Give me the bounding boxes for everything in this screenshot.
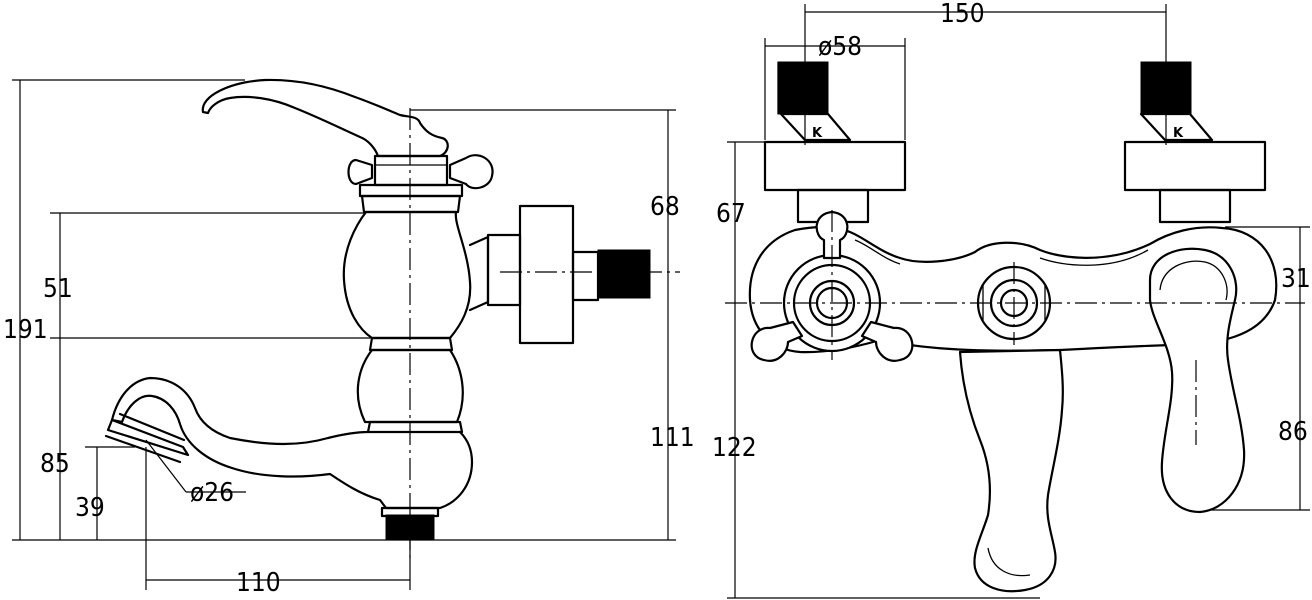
front-view: K K xyxy=(712,0,1311,599)
spout-outlet xyxy=(104,412,190,464)
lever-handle xyxy=(201,78,449,158)
label-left-lower: 122 xyxy=(712,433,757,463)
side-labels: 191 51 68 111 85 39 ø26 110 xyxy=(3,192,695,598)
connector-mark-left: K xyxy=(812,126,823,141)
left-connector: K xyxy=(763,61,907,224)
label-lower-right: 111 xyxy=(650,423,695,453)
label-center-distance: 150 xyxy=(940,0,985,29)
lower-collar xyxy=(366,420,464,434)
side-extension-lines xyxy=(12,79,676,541)
label-spout-height: 85 xyxy=(40,449,70,479)
label-spout-outlet: 39 xyxy=(75,493,105,523)
upper-body xyxy=(342,210,472,340)
side-view: 191 51 68 111 85 39 ø26 110 xyxy=(3,78,695,598)
front-dimension-lines xyxy=(734,11,1301,598)
label-outlet-diameter: ø26 xyxy=(190,478,234,508)
side-connector xyxy=(468,204,651,345)
top-cap xyxy=(347,154,494,214)
label-total-height: 191 xyxy=(3,315,48,345)
label-upper-right: 68 xyxy=(650,192,680,222)
bottom-lever xyxy=(958,348,1064,593)
front-labels: 150 ø58 67 122 31 86 xyxy=(712,0,1311,463)
label-right-upper: 31 xyxy=(1281,264,1311,294)
side-dimension-lines xyxy=(19,80,669,590)
right-connector: K xyxy=(1123,61,1267,224)
label-body-height: 51 xyxy=(43,274,73,304)
spout xyxy=(110,376,474,510)
label-left-upper: 67 xyxy=(716,199,746,229)
middle-collar xyxy=(368,336,454,352)
connector-mark-right: K xyxy=(1173,126,1184,141)
mixer-body xyxy=(748,226,1278,354)
label-right-lower: 86 xyxy=(1278,417,1308,447)
label-spout-reach: 110 xyxy=(236,568,281,598)
label-connector-diameter: ø58 xyxy=(818,32,862,62)
right-lever xyxy=(1148,247,1246,514)
